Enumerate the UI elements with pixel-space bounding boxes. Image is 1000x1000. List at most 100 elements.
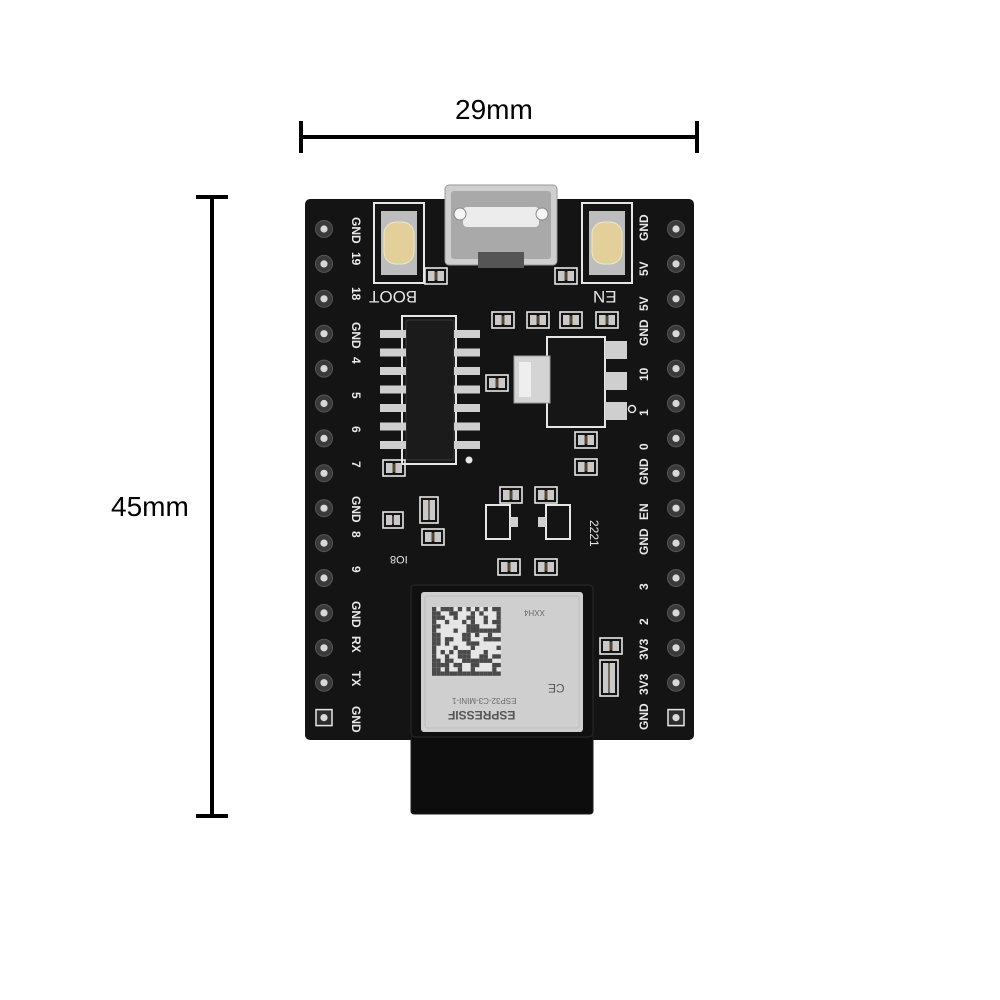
height-dimension-label: 45mm [111,491,189,522]
left-pin-label: 9 [349,566,363,573]
smd-part [419,496,439,524]
header-pin [315,429,333,448]
header-pin [667,499,685,518]
right-pin-label: 3V3 [637,673,651,695]
right-pin-label: GND [637,702,651,730]
header-pin [315,673,333,692]
board-code-label: 2221 [587,520,601,547]
smd-part [497,558,521,576]
transistor-left [485,504,518,540]
right-pin-label: EN [637,503,651,521]
boot-silkscreen-label: BOOT [369,287,418,306]
smd-part [499,486,523,504]
chip-pins [380,330,480,449]
left-pin-label: 8 [349,531,363,538]
boot-button [373,202,425,284]
smd-part [574,458,598,476]
right-pin-label: GND [637,214,651,241]
header-pin [667,359,685,378]
header-pin [667,603,685,622]
header-pin [667,464,685,483]
left-pin-label: 19 [349,251,363,266]
header-pin [667,673,685,692]
right-header-pins [667,220,685,727]
left-pin-label: 7 [349,461,363,468]
left-pin-label: 5 [349,391,363,399]
header-pin [315,534,333,553]
header-pin [315,464,333,483]
width-dimension-label: 29mm [455,94,533,125]
height-dimension-line [196,195,228,818]
smd-part [559,311,583,329]
smd-components [382,267,623,697]
right-pin-label: GND [637,458,651,486]
right-pin-label: 3 [637,583,651,590]
smd-part [574,431,598,449]
smd-part [526,311,550,329]
right-pin-label: 5V [637,296,651,311]
right-pin-label: 2 [637,618,651,625]
header-pin [667,394,685,413]
left-pin-label: 18 [349,286,363,301]
header-pin [315,603,333,622]
left-pin-label: GND [349,705,363,733]
usb-connector [444,184,558,268]
header-pin [667,429,685,448]
smd-part [595,311,619,329]
left-header-pins [315,220,333,727]
header-pin [667,220,685,238]
datamatrix-code [432,607,501,676]
right-pin-label: 1 [637,408,651,416]
module-brand-label: ESPRESSIF [448,708,516,722]
right-pin-label: GND [637,528,651,556]
right-pin-label: 3V3 [637,638,651,660]
left-pin-label: 4 [349,356,363,364]
header-pin [315,708,333,727]
header-pin [667,638,685,657]
left-pin-label: GND [349,321,363,349]
right-pin-label: 0 [637,443,651,451]
width-dimension-line [299,121,699,153]
smd-part [534,486,558,504]
left-pin-label: 6 [349,426,363,434]
header-pin [315,569,333,587]
header-pin [315,394,333,413]
en-silkscreen-label: EN [593,287,617,306]
smd-part [491,311,515,329]
header-pin [315,289,333,308]
smd-part [599,659,619,697]
right-pin-label: 5V [637,261,651,276]
smd-part [534,558,558,576]
en-button [581,202,633,284]
header-pin [315,499,333,518]
left-pin-label: GND [349,600,363,628]
header-pin [315,359,333,378]
header-pin [667,289,685,308]
module-model-label: ESP32-C3-MINI-1 [452,696,517,705]
smd-part [382,459,406,477]
io8-silkscreen-label: IO8 [390,553,408,565]
header-pin [667,324,685,343]
left-pin-label: GND [349,496,363,523]
smd-part [382,511,404,529]
header-pin [315,638,333,657]
module-antenna [410,734,594,815]
header-pin [315,220,333,238]
ce-mark: CE [548,681,565,695]
header-pin [667,254,685,273]
header-pin [315,254,333,273]
smd-part [485,374,509,392]
smd-part [421,528,445,546]
left-pin-label: RX [349,635,363,653]
left-pin-label: GND [349,217,363,244]
header-pin [315,324,333,343]
voltage-regulator [513,336,637,428]
smd-part [599,637,623,655]
right-pin-label: 10 [637,367,651,381]
right-pin-label: GND [637,319,651,346]
header-pin [667,534,685,553]
transistor-right [538,504,571,540]
left-pin-label: TX [349,670,363,687]
